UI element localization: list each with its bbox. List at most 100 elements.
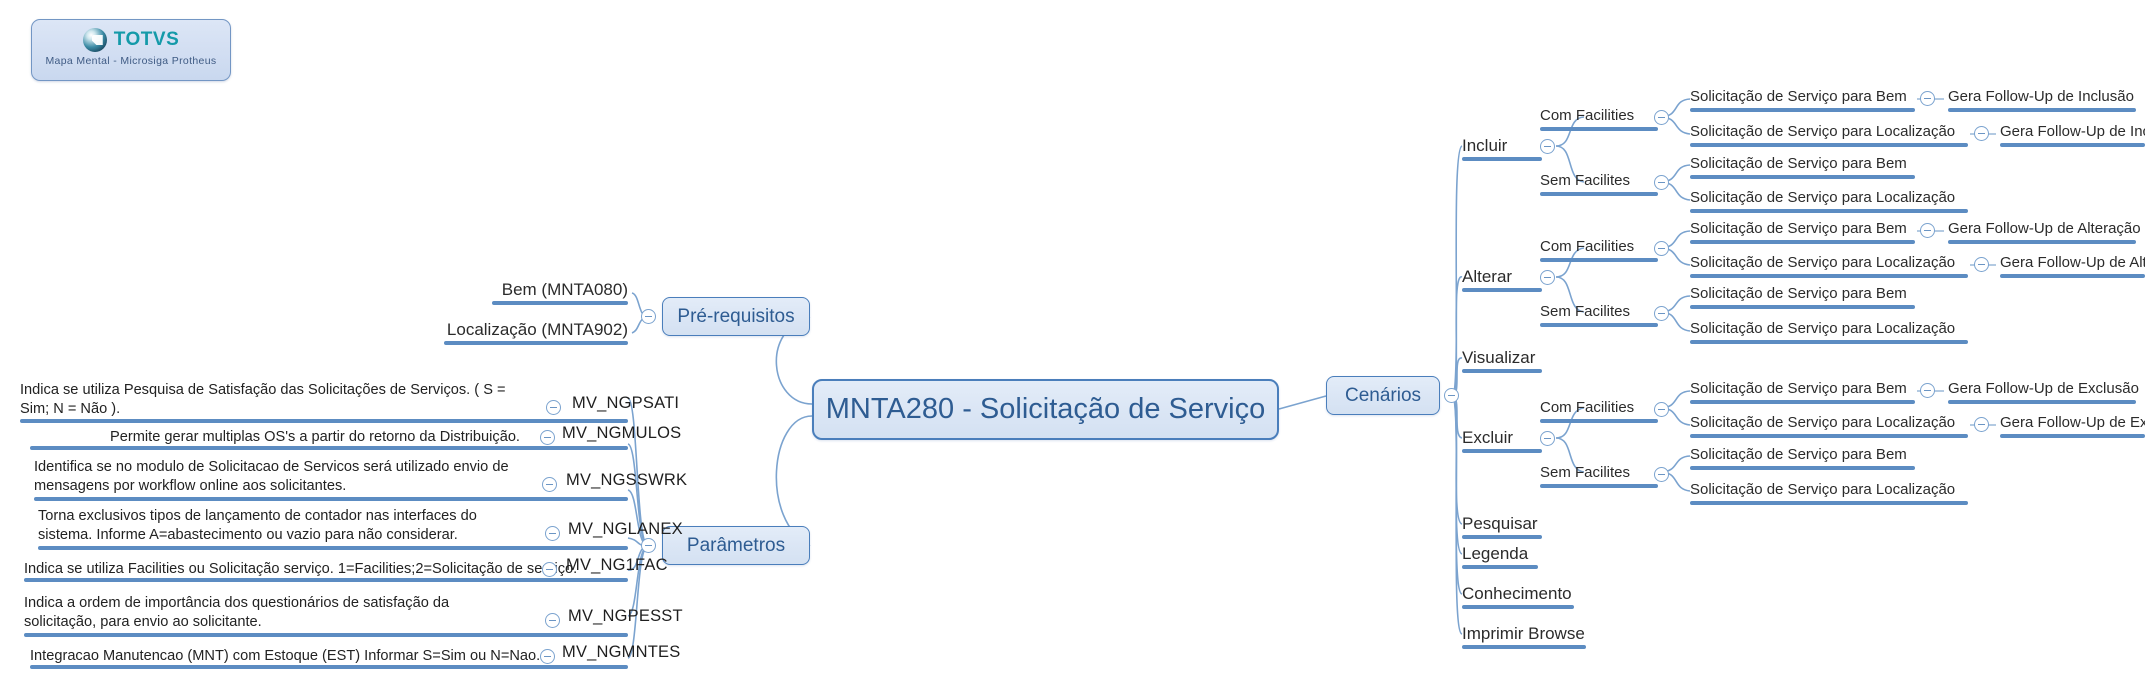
underline [1690, 305, 1915, 309]
alterar-sf-leaf-0[interactable]: Solicitação de Serviço para Bem [1690, 285, 1907, 302]
toggle-param-3[interactable] [545, 526, 560, 541]
underline [30, 446, 628, 450]
param-desc-4[interactable]: Indica se utiliza Facilities ou Solicita… [24, 561, 578, 577]
param-desc-6[interactable]: Integracao Manutencao (MNT) com Estoque … [30, 648, 541, 664]
root-node[interactable]: MNTA280 - Solicitação de Serviço [812, 379, 1279, 440]
param-desc-0[interactable]: Indica se utiliza Pesquisa de Satisfação… [20, 382, 506, 417]
toggle-alterar-com-facilities[interactable] [1654, 241, 1669, 256]
cenario-incluir-label[interactable]: Incluir [1462, 136, 1508, 155]
underline [1948, 400, 2136, 404]
underline [1690, 434, 1968, 438]
param-code-1[interactable]: MV_NGMULOS [562, 424, 682, 442]
cenario-visualizar-label[interactable]: Visualizar [1462, 348, 1536, 367]
excluir-sf-leaf-1[interactable]: Solicitação de Serviço para Localização [1690, 481, 1956, 498]
cenario-legenda-label[interactable]: Legenda [1462, 544, 1529, 563]
underline [1690, 340, 1968, 344]
excluir-cf-leaf-0[interactable]: Solicitação de Serviço para Bem [1690, 380, 1907, 397]
excluir-cf-leaf-1[interactable]: Solicitação de Serviço para Localização [1690, 414, 1956, 431]
underline [1948, 108, 2136, 112]
param-code-5[interactable]: MV_NGPESST [568, 607, 683, 625]
underline [1462, 288, 1542, 292]
param-code-3[interactable]: MV_NGLANEX [568, 520, 683, 538]
param-code-4[interactable]: MV_NG1FAC [566, 556, 668, 574]
toggle-param-2[interactable] [542, 477, 557, 492]
underline [1462, 535, 1542, 539]
alterar-com-facilities-label[interactable]: Com Facilities [1540, 238, 1635, 255]
underline [34, 497, 628, 501]
node-pre-requisitos[interactable]: Pré-requisitos [662, 297, 810, 336]
underline [38, 546, 628, 550]
toggle-alterar-cf-0[interactable] [1920, 223, 1935, 238]
toggle-alterar-cf-1[interactable] [1974, 257, 1989, 272]
alterar-cf-followup-1[interactable]: Gera Follow-Up de Alteração [2000, 254, 2145, 271]
underline [30, 665, 628, 669]
incluir-com-facilities-label[interactable]: Com Facilities [1540, 107, 1635, 124]
underline [1540, 484, 1658, 488]
incluir-sem-facilites-label[interactable]: Sem Facilites [1540, 172, 1631, 189]
underline [2000, 274, 2145, 278]
underline [2000, 143, 2145, 147]
param-code-2[interactable]: MV_NGSSWRK [566, 471, 688, 489]
toggle-pre-requisitos[interactable] [641, 309, 656, 324]
leaf-prereq-1[interactable]: Localização (MNTA902) [446, 320, 628, 339]
alterar-cf-leaf-1[interactable]: Solicitação de Serviço para Localização [1690, 254, 1956, 271]
incluir-sf-leaf-0[interactable]: Solicitação de Serviço para Bem [1690, 155, 1907, 172]
param-desc-1[interactable]: Permite gerar multiplas OS's a partir do… [110, 429, 520, 445]
alterar-cf-followup-0[interactable]: Gera Follow-Up de Alteração [1948, 220, 2141, 237]
param-code-6[interactable]: MV_NGMNTES [562, 643, 681, 661]
toggle-param-0[interactable] [546, 400, 561, 415]
excluir-com-facilities-label[interactable]: Com Facilities [1540, 399, 1635, 416]
alterar-sf-leaf-1[interactable]: Solicitação de Serviço para Localização [1690, 320, 1956, 337]
cenario-conhecimento-label[interactable]: Conhecimento [1462, 584, 1572, 603]
cenario-excluir-label[interactable]: Excluir [1462, 428, 1514, 447]
incluir-cf-followup-1[interactable]: Gera Follow-Up de Inclusão [2000, 123, 2145, 140]
param-code-0[interactable]: MV_NGPSATI [572, 394, 680, 412]
toggle-param-5[interactable] [545, 613, 560, 628]
incluir-cf-leaf-0[interactable]: Solicitação de Serviço para Bem [1690, 88, 1907, 105]
excluir-sf-leaf-0[interactable]: Solicitação de Serviço para Bem [1690, 446, 1907, 463]
excluir-sem-facilites-label[interactable]: Sem Facilites [1540, 464, 1631, 481]
toggle-incluir-sem-facilites[interactable] [1654, 175, 1669, 190]
underline [1462, 645, 1586, 649]
underline [1540, 258, 1658, 262]
cenario-pesquisar-label[interactable]: Pesquisar [1462, 514, 1538, 533]
underline [1690, 143, 1968, 147]
toggle-excluir-sem-facilites[interactable] [1654, 467, 1669, 482]
cenario-imprimir-browse-label[interactable]: Imprimir Browse [1462, 624, 1585, 643]
toggle-alterar[interactable] [1540, 270, 1555, 285]
toggle-incluir-cf-0[interactable] [1920, 91, 1935, 106]
underline [1540, 419, 1658, 423]
totvs-logo-icon [82, 28, 107, 52]
node-parametros[interactable]: Parâmetros [662, 526, 810, 565]
param-desc-5[interactable]: Indica a ordem de importância dos questi… [24, 595, 450, 630]
toggle-excluir-com-facilities[interactable] [1654, 402, 1669, 417]
param-desc-2[interactable]: Identifica se no modulo de Solicitacao d… [34, 459, 509, 494]
toggle-cenarios[interactable] [1444, 388, 1459, 403]
underline [1540, 127, 1658, 131]
excluir-cf-followup-1[interactable]: Gera Follow-Up de Exclusão [2000, 414, 2145, 431]
underline [1462, 369, 1542, 373]
toggle-incluir[interactable] [1540, 139, 1555, 154]
node-cenarios[interactable]: Cenários [1326, 376, 1440, 415]
toggle-alterar-sem-facilites[interactable] [1654, 306, 1669, 321]
toggle-incluir-com-facilities[interactable] [1654, 110, 1669, 125]
alterar-sem-facilites-label[interactable]: Sem Facilites [1540, 303, 1631, 320]
cenario-alterar-label[interactable]: Alterar [1462, 267, 1513, 286]
toggle-param-4[interactable] [542, 562, 557, 577]
incluir-cf-followup-0[interactable]: Gera Follow-Up de Inclusão [1948, 88, 2134, 105]
toggle-parametros[interactable] [641, 538, 656, 553]
excluir-cf-followup-0[interactable]: Gera Follow-Up de Exclusão [1948, 380, 2139, 397]
incluir-sf-leaf-1[interactable]: Solicitação de Serviço para Localização [1690, 189, 1956, 206]
toggle-excluir[interactable] [1540, 431, 1555, 446]
toggle-excluir-cf-1[interactable] [1974, 417, 1989, 432]
underline [1690, 175, 1915, 179]
toggle-excluir-cf-0[interactable] [1920, 383, 1935, 398]
incluir-cf-leaf-1[interactable]: Solicitação de Serviço para Localização [1690, 123, 1956, 140]
param-desc-3[interactable]: Torna exclusivos tipos de lançamento de … [38, 508, 477, 543]
leaf-prereq-0[interactable]: Bem (MNTA080) [501, 280, 628, 299]
toggle-incluir-cf-1[interactable] [1974, 126, 1989, 141]
alterar-cf-leaf-0[interactable]: Solicitação de Serviço para Bem [1690, 220, 1907, 237]
toggle-param-1[interactable] [540, 430, 555, 445]
underline [492, 301, 628, 305]
toggle-param-6[interactable] [540, 649, 555, 664]
